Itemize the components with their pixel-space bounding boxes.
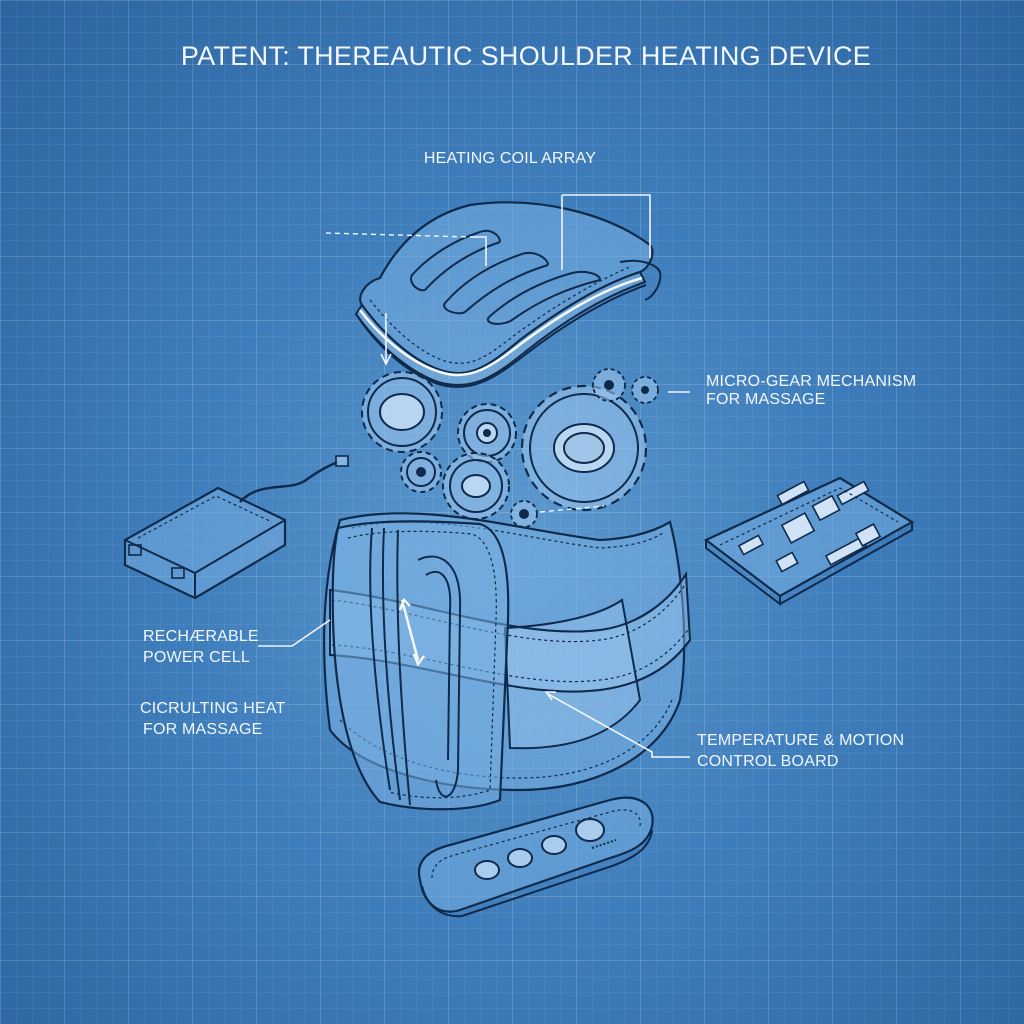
gear-large-right bbox=[520, 384, 648, 512]
micro-gears bbox=[361, 368, 659, 528]
label-power-cell-2: POWER CELL bbox=[143, 649, 250, 666]
control-board bbox=[703, 476, 915, 607]
gear-micro-1 bbox=[592, 368, 626, 402]
label-micro-gear-1: MICRO-GEAR MECHANISM bbox=[706, 373, 916, 390]
leader-gears-dashed bbox=[539, 505, 605, 513]
gear-medium-center bbox=[457, 403, 517, 463]
page-title: PATENT: THEREAUTIC SHOULDER HEATING DEVI… bbox=[181, 41, 871, 71]
label-circulating-2: FOR MASSAGE bbox=[143, 721, 263, 738]
gear-small-left bbox=[400, 451, 442, 493]
gear-medium-bottom bbox=[442, 452, 510, 520]
label-control-board-2: CONTROL BOARD bbox=[697, 753, 839, 770]
leader-power-cell bbox=[258, 619, 331, 647]
leader-heating-coil bbox=[325, 194, 651, 366]
remote-control bbox=[417, 796, 654, 918]
heating-coil-array bbox=[354, 201, 662, 388]
leader-control-board bbox=[544, 691, 690, 758]
label-control-board-1: TEMPERATURE & MOTION bbox=[697, 732, 904, 749]
gear-large-left bbox=[361, 371, 443, 453]
label-heating-coil: HEATING COIL ARRAY bbox=[424, 150, 596, 167]
label-micro-gear-2: FOR MASSAGE bbox=[706, 391, 826, 408]
label-circulating-1: CICRULTING HEAT bbox=[140, 700, 286, 717]
shoulder-wrap bbox=[322, 512, 692, 811]
label-power-cell-1: RECHÆRABLE bbox=[143, 628, 259, 645]
power-cell bbox=[123, 455, 349, 600]
gear-tiny-bottom bbox=[510, 500, 538, 528]
gear-micro-2 bbox=[631, 376, 659, 404]
